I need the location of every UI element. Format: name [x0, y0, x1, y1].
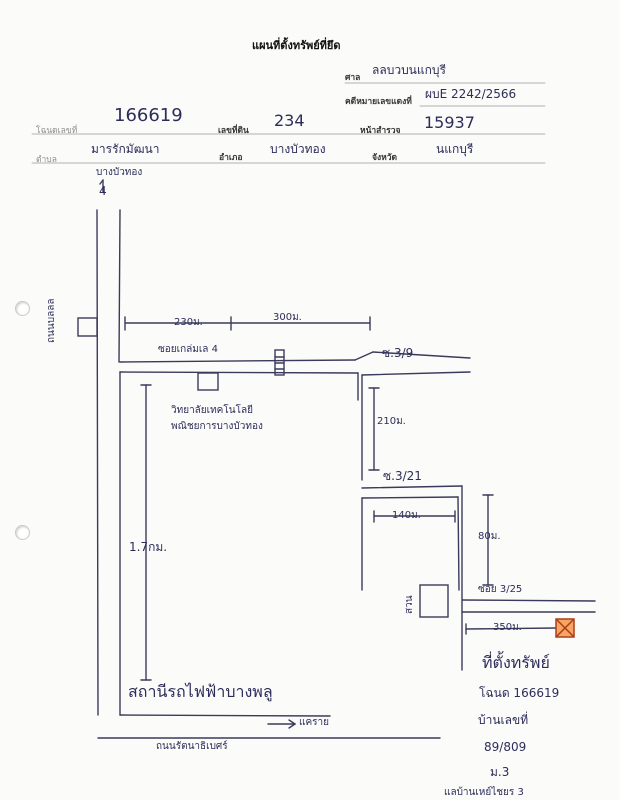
punch-hole-bottom: [15, 525, 30, 540]
garden-label: สวน: [404, 595, 415, 614]
soi-3-21-label: ซ.3/21: [383, 469, 422, 483]
district-label: อำเภอ: [219, 153, 243, 163]
distance-500: 300ม.: [273, 312, 302, 323]
soi-4-label: ซอยเกล่มเล 4: [158, 344, 218, 355]
case-number-label: คดีหมายเลขแดงที่: [345, 97, 412, 107]
house-number-value: 89/809: [484, 740, 527, 754]
case-number-value: ผบE 2242/2566: [425, 87, 517, 101]
soi-3-9-label: ซ.3/9: [382, 346, 414, 360]
survey-page-label: หน้าสำรวจ: [360, 126, 401, 136]
property-location-label: ที่ตั้งทรัพย์: [482, 653, 550, 672]
distance-210: 210ม.: [377, 416, 406, 427]
station-label: สถานีรถไฟฟ้าบางพลู: [128, 682, 273, 701]
land-number-value: 234: [274, 111, 305, 130]
court-label: ศาล: [345, 73, 361, 83]
to-khae-rai-label: แคราย: [299, 717, 329, 728]
land-number-label: เลขที่ดิน: [218, 126, 249, 136]
bottom-cut-text: แลบ้านเหย์ไชยร 3: [444, 787, 524, 798]
distance-140: 140ม.: [392, 510, 421, 521]
bottom-road-label: ถนนรัตนาธิเบศร์: [156, 741, 228, 752]
deed-number-value: 166619: [114, 105, 183, 126]
left-road-label: ถนนบลลล: [46, 298, 57, 343]
survey-page-value: 15937: [424, 113, 475, 132]
college-label-1: วิทยาลัยเทคโนโลยี: [171, 405, 253, 416]
punch-hole-top: [15, 301, 30, 316]
page-title: แผนที่ตั้งทรัพย์ที่ยึด: [252, 39, 341, 52]
distance-80: 80ม.: [478, 531, 501, 542]
district-value: บางบัวทอง: [270, 142, 326, 156]
soi-3-25-label: ซอย 3/25: [478, 584, 523, 595]
court-value: ลลบวบนแกบุรี: [372, 63, 446, 77]
house-number-label: บ้านเลขที่: [478, 713, 529, 727]
property-deed-label: โฉนด 166619: [479, 686, 560, 700]
college-label-2: พณิชยการบางบัวทอง: [171, 421, 263, 432]
distance-350: 350ม.: [493, 622, 522, 633]
north-arrow-label: 4: [99, 184, 107, 198]
deed-number-label: โฉนดเลขที่: [36, 126, 78, 136]
subdistrict-value: มารรักมัฒนา: [91, 142, 160, 156]
moo-label: ม.3: [490, 765, 510, 779]
province-value: นแกบุรี: [436, 142, 474, 156]
province-label: จังหวัด: [372, 153, 398, 163]
distance-1-7km: 1.7กม.: [129, 540, 168, 554]
distance-230: 230ม.: [174, 317, 203, 328]
subdistrict-note: บางบัวทอง: [96, 167, 143, 178]
subdistrict-label: ตำบล: [36, 155, 57, 165]
